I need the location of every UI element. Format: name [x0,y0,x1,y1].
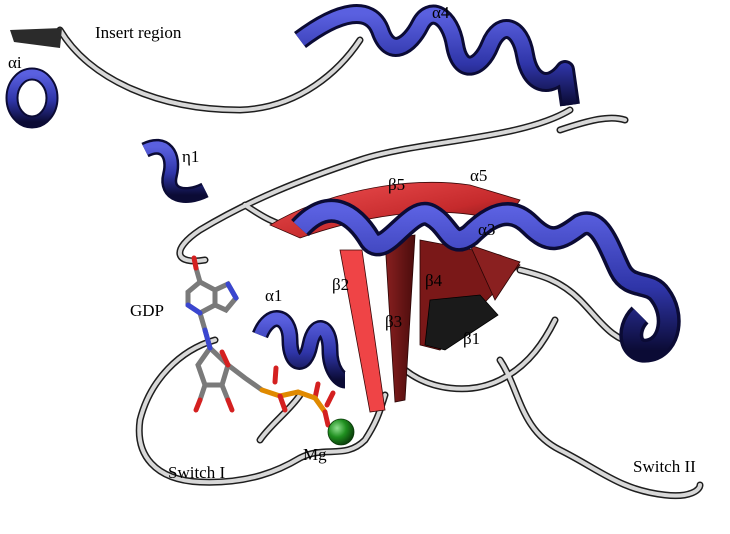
strand-beta1 [424,294,499,351]
helix-alpha-4 [294,4,580,107]
label-alpha-5: α5 [470,166,487,185]
coil-regions [56,26,704,500]
label-alpha-3: α3 [478,220,495,239]
strand-beta4-arrowhead [469,244,521,301]
label-beta-2: β2 [332,275,349,294]
helix-alpha-3-alpha-5 [291,198,681,363]
label-switch-i: Switch I [168,463,225,482]
label-beta-4: β4 [425,271,443,290]
labels: Insert region αi α4 η1 β5 α5 α3 β4 β2 α1… [8,3,696,482]
label-insert-region: Insert region [95,23,182,42]
helix-alpha-i [5,28,62,129]
label-alpha-i: αi [8,53,22,72]
label-beta-3: β3 [385,312,402,331]
label-beta-1: β1 [463,329,480,348]
label-switch-ii: Switch II [633,457,696,476]
helix-eta-1 [141,138,209,203]
label-beta-5: β5 [388,175,405,194]
label-gdp: GDP [130,301,164,320]
label-mg: Mg [303,445,327,464]
gdp-ligand [185,255,336,428]
label-alpha-1: α1 [265,286,282,305]
magnesium-ion [327,418,355,446]
label-alpha-4: α4 [432,3,450,22]
beta-sheet [269,182,521,413]
label-eta-1: η1 [182,147,199,166]
helix-alpha-1 [252,310,348,389]
strand-beta2 [339,249,386,413]
